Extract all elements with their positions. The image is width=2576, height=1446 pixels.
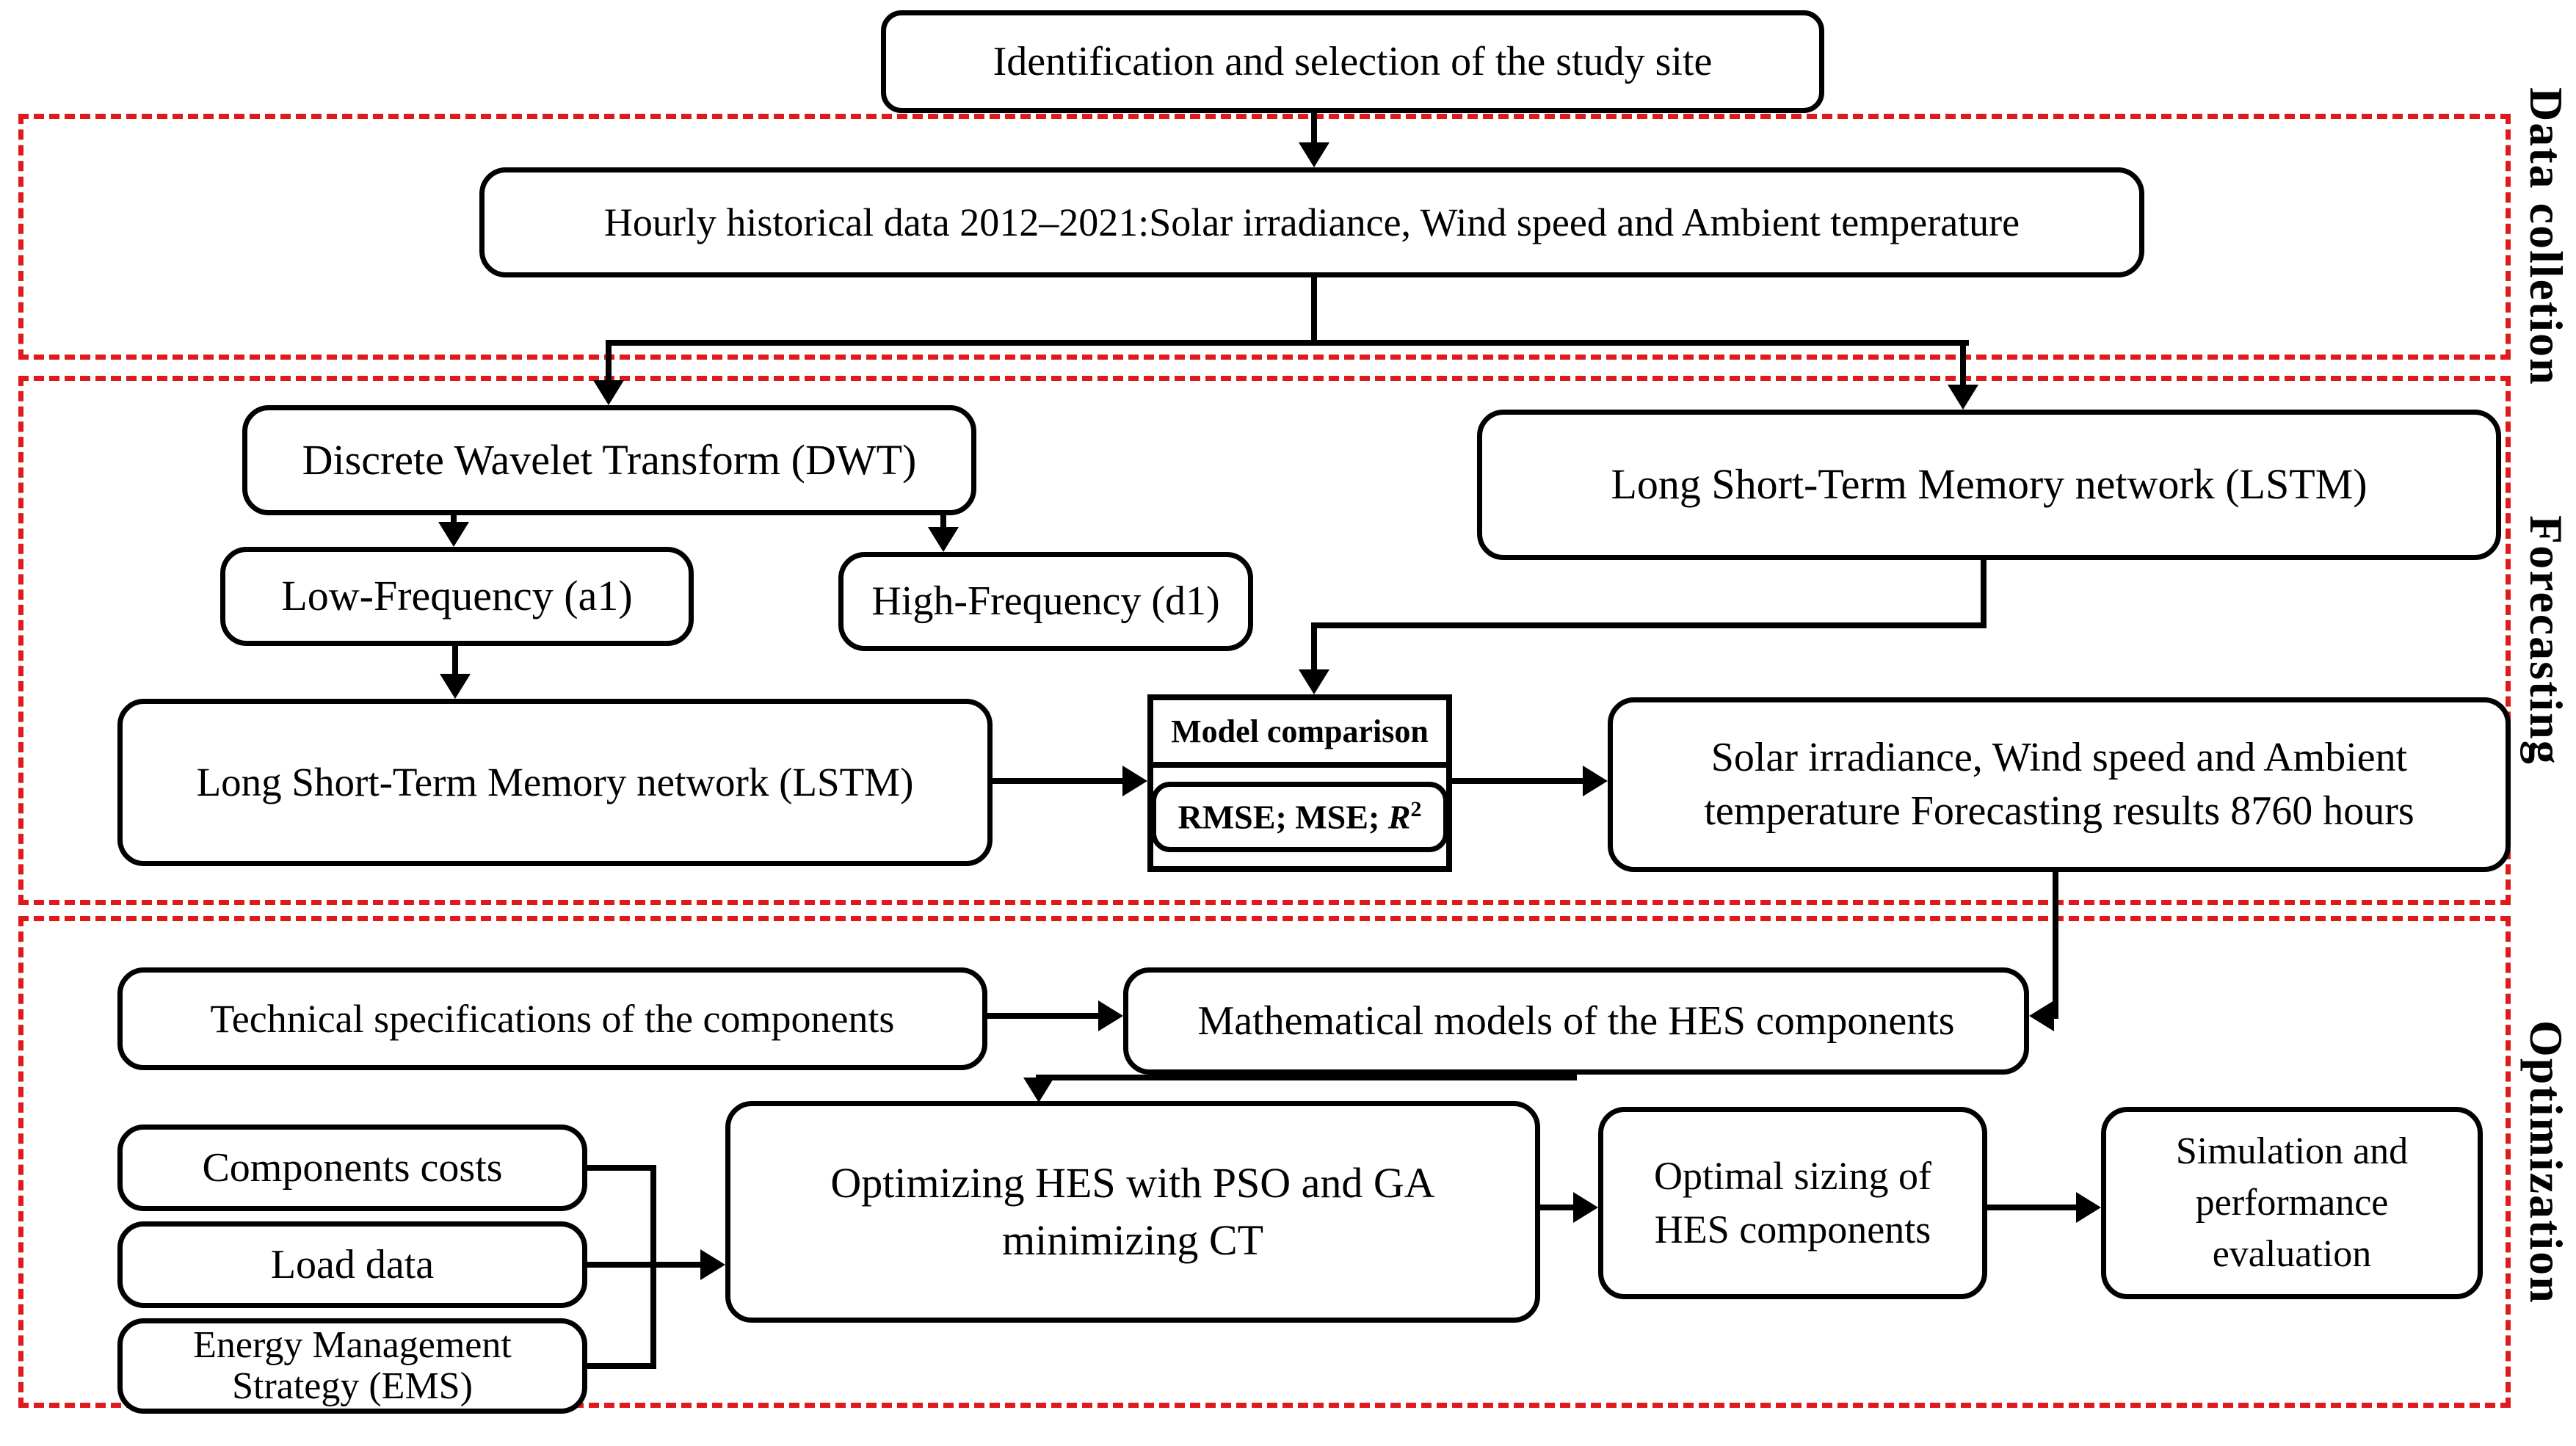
arrowhead-into-hourly	[1299, 142, 1329, 167]
node-optimizing-label: Optimizing HES with PSO and GA minimizin…	[830, 1158, 1435, 1264]
node-high-frequency: High-Frequency (d1)	[838, 552, 1253, 651]
connector-dwt-lowfreq	[451, 512, 457, 526]
node-simulation: Simulation and performance evaluation	[2101, 1107, 2483, 1299]
node-optimizing: Optimizing HES with PSO and GA minimizin…	[725, 1101, 1540, 1323]
connector-optimizing-optimalsizing	[1539, 1205, 1577, 1210]
node-identification-label: Identification and selection of the stud…	[993, 38, 1713, 84]
node-components-costs: Components costs	[117, 1125, 587, 1211]
node-hourly-data-label: Hourly historical data 2012–2021:Solar i…	[603, 200, 2020, 244]
node-ems-label: Energy Management Strategy (EMS)	[193, 1323, 512, 1407]
node-simulation-label: Simulation and performance evaluation	[2175, 1130, 2409, 1276]
node-high-frequency-label: High-Frequency (d1)	[871, 578, 1220, 625]
arrowhead-into-dwt	[593, 380, 624, 405]
section-data-collection-frame	[18, 114, 2511, 360]
node-low-frequency-label: Low-Frequency (a1)	[281, 572, 633, 620]
section-label-forecasting: Forecasting	[2520, 515, 2572, 766]
arrowhead-into-results	[1583, 766, 1608, 796]
connector-split-lstm-top	[1960, 340, 1966, 388]
metrics-prefix: RMSE; MSE;	[1178, 798, 1388, 836]
arrowhead-into-optimizing	[1023, 1078, 1054, 1102]
node-load-data: Load data	[117, 1221, 587, 1308]
node-lstm-left: Long Short-Term Memory network (LSTM)	[117, 699, 993, 866]
connector-into-model-comparison-top	[1311, 622, 1317, 672]
arrowhead-into-optimizing-left	[700, 1249, 725, 1280]
arrowhead-into-math-models-left	[1098, 1000, 1123, 1031]
connector-split-bar	[606, 340, 1969, 346]
node-math-models: Mathematical models of the HES component…	[1123, 967, 2029, 1075]
connector-identification-hourly	[1311, 112, 1317, 147]
node-optimal-sizing-label: Optimal sizing of HES components	[1654, 1154, 1931, 1251]
connector-ems-stub	[586, 1363, 656, 1369]
metrics-r-symbol: R	[1387, 798, 1411, 836]
node-dwt: Discrete Wavelet Transform (DWT)	[242, 405, 976, 515]
section-optimization-frame	[18, 916, 2511, 1408]
node-identification: Identification and selection of the stud…	[881, 10, 1824, 113]
node-load-data-label: Load data	[270, 1241, 435, 1287]
arrowhead-into-math-models-right	[2029, 1000, 2054, 1031]
node-hourly-data: Hourly historical data 2012–2021:Solar i…	[479, 167, 2144, 277]
arrowhead-into-model-comparison	[1299, 669, 1329, 694]
node-technical-specs-label: Technical specifications of the componen…	[210, 996, 895, 1041]
node-dwt-label: Discrete Wavelet Transform (DWT)	[302, 435, 917, 484]
node-low-frequency: Low-Frequency (a1)	[220, 547, 694, 646]
node-optimal-sizing: Optimal sizing of HES components	[1598, 1107, 1987, 1299]
section-forecasting-frame	[18, 376, 2511, 905]
connector-results-drop	[2053, 871, 2058, 1016]
arrowhead-model-comparison-left	[1122, 766, 1147, 796]
arrowhead-into-lstm-top	[1948, 385, 1978, 410]
connector-results-horizontal	[2051, 1013, 2058, 1019]
model-comparison-body: RMSE; MSE; R2	[1150, 768, 1449, 866]
node-components-costs-label: Components costs	[202, 1144, 503, 1191]
node-model-comparison: Model comparison RMSE; MSE; R2	[1147, 694, 1452, 872]
node-math-models-label: Mathematical models of the HES component…	[1197, 998, 1955, 1044]
arrowhead-into-lowfreq	[438, 522, 469, 547]
node-technical-specs: Technical specifications of the componen…	[117, 967, 987, 1070]
arrowhead-into-simulation	[2076, 1192, 2101, 1223]
connector-loaddata-stub	[586, 1262, 702, 1268]
node-lstm-top: Long Short-Term Memory network (LSTM)	[1477, 410, 2501, 560]
node-forecast-results-label: Solar irradiance, Wind speed and Ambient…	[1704, 735, 2414, 834]
connector-lstm-left-model-comparison	[993, 778, 1125, 784]
connector-mathmodels-horizontal	[1036, 1075, 1577, 1080]
connector-hourly-split	[1311, 276, 1317, 345]
node-lstm-top-label: Long Short-Term Memory network (LSTM)	[1611, 460, 2368, 509]
node-lstm-left-label: Long Short-Term Memory network (LSTM)	[196, 760, 914, 805]
node-forecast-results: Solar irradiance, Wind speed and Ambient…	[1608, 697, 2511, 872]
connector-techspecs-mathmodels	[987, 1013, 1101, 1019]
connector-lstm-top-drop	[1981, 557, 1987, 628]
connector-lowfreq-lstm-left	[452, 643, 458, 677]
connector-dwt-highfreq	[940, 512, 946, 530]
model-comparison-metrics: RMSE; MSE; R2	[1150, 782, 1449, 852]
connector-optimalsizing-simulation	[1986, 1205, 2080, 1210]
arrowhead-into-lstm-left	[440, 674, 471, 699]
connector-split-dwt	[606, 340, 612, 384]
model-comparison-title: Model comparison	[1153, 700, 1446, 768]
arrowhead-into-optimal-sizing	[1573, 1192, 1598, 1223]
section-label-data-collection: Data colletion	[2520, 87, 2572, 386]
connector-lstm-top-horizontal	[1311, 622, 1987, 628]
node-ems: Energy Management Strategy (EMS)	[117, 1318, 587, 1414]
arrowhead-into-highfreq	[928, 527, 959, 552]
metrics-exponent: 2	[1410, 797, 1422, 822]
connector-costs-stub	[586, 1165, 656, 1171]
connector-model-comparison-results	[1452, 778, 1586, 784]
section-label-optimization: Optimization	[2520, 1020, 2572, 1304]
